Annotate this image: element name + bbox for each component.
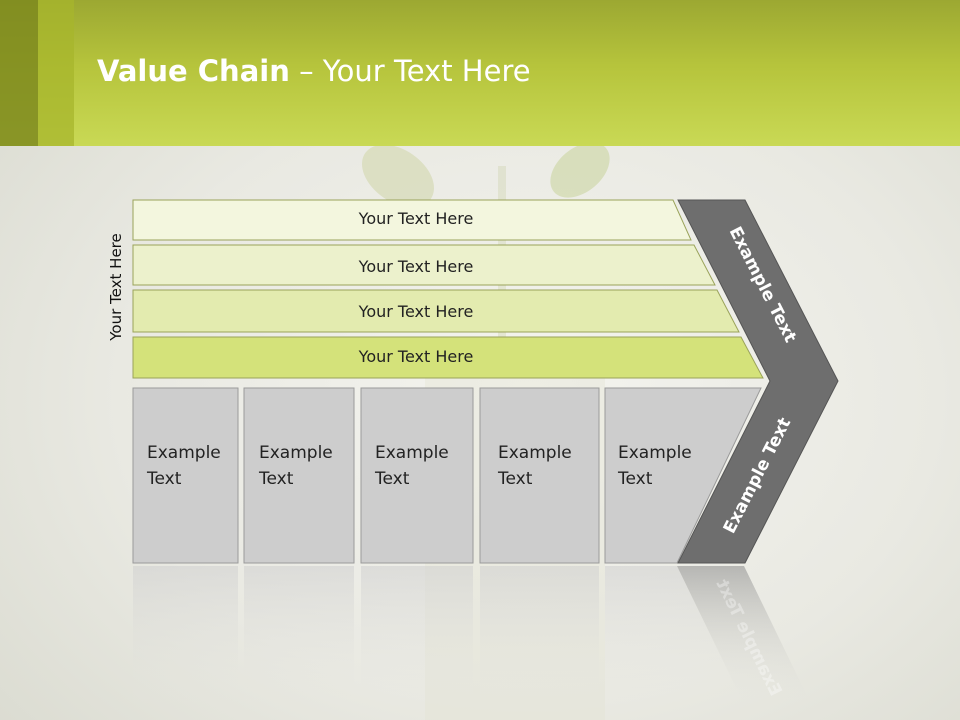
box-text-line1: Example <box>498 443 572 463</box>
activity-box: Example Text <box>243 387 355 564</box>
box-text-line1: Example <box>375 443 449 463</box>
title-bold: Value Chain <box>97 54 290 88</box>
title-rest: – Your Text Here <box>289 54 531 88</box>
box-text-line1: Example <box>618 443 692 463</box>
box-text-line2: Text <box>258 469 294 489</box>
bar: Your Text Here <box>132 289 740 333</box>
bar: Your Text Here <box>132 244 716 286</box>
activity-box: Example Text <box>360 387 474 564</box>
header-banner: Value Chain – Your Text Here <box>0 0 960 146</box>
bar-label: Your Text Here <box>358 209 474 228</box>
bar-label: Your Text Here <box>358 257 474 276</box>
box-text-line1: Example <box>147 443 221 463</box>
box-text-line2: Text <box>497 469 533 489</box>
box-text-line2: Text <box>617 469 653 489</box>
slide-title: Value Chain – Your Text Here <box>97 54 531 88</box>
box-text-line2: Text <box>146 469 182 489</box>
activity-box: Example Text <box>604 387 762 564</box>
header-accent-strip <box>0 0 38 146</box>
header-accent-strip <box>38 0 74 146</box>
box-text-line2: Text <box>374 469 410 489</box>
activity-box: Example Text <box>479 387 600 564</box>
bar: Your Text Here <box>132 336 764 379</box>
bar-label: Your Text Here <box>358 347 474 366</box>
activity-box: Example Text <box>132 387 239 564</box>
bar: Your Text Here <box>132 199 692 241</box>
bar-label: Your Text Here <box>358 302 474 321</box>
box-text-line1: Example <box>259 443 333 463</box>
